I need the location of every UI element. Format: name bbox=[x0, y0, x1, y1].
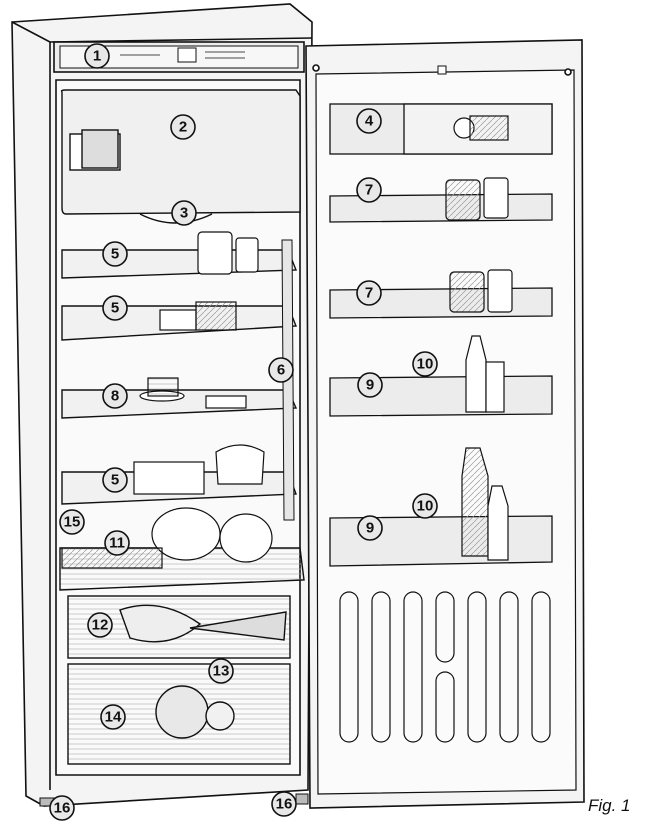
callout-10-top: 10 bbox=[412, 351, 438, 377]
svg-text:7: 7 bbox=[365, 285, 373, 302]
callout-5-bottom: 5 bbox=[102, 467, 128, 493]
callout-2: 2 bbox=[170, 114, 196, 140]
callout-5-middle: 5 bbox=[102, 295, 128, 321]
svg-text:6: 6 bbox=[277, 362, 285, 379]
svg-text:5: 5 bbox=[111, 246, 119, 263]
callout-3: 3 bbox=[171, 200, 197, 226]
svg-text:10: 10 bbox=[417, 356, 434, 373]
svg-text:1: 1 bbox=[93, 48, 101, 65]
callout-10-bottom: 10 bbox=[412, 493, 438, 519]
svg-text:2: 2 bbox=[179, 119, 187, 136]
callout-5-top: 5 bbox=[102, 241, 128, 267]
svg-text:8: 8 bbox=[111, 388, 119, 405]
svg-text:11: 11 bbox=[109, 535, 125, 552]
svg-text:10: 10 bbox=[417, 498, 434, 515]
svg-text:14: 14 bbox=[105, 709, 122, 726]
svg-text:5: 5 bbox=[111, 300, 119, 317]
svg-text:3: 3 bbox=[180, 205, 188, 222]
freezer-compartment bbox=[60, 89, 301, 224]
svg-text:9: 9 bbox=[366, 377, 374, 394]
door-items bbox=[445, 115, 513, 561]
svg-text:16: 16 bbox=[54, 800, 71, 817]
svg-text:16: 16 bbox=[276, 796, 293, 813]
svg-text:7: 7 bbox=[365, 182, 373, 199]
callout-15: 15 bbox=[59, 509, 85, 535]
svg-text:15: 15 bbox=[64, 514, 81, 531]
callout-8: 8 bbox=[102, 383, 128, 409]
callout-6: 6 bbox=[268, 357, 294, 383]
callout-13: 13 bbox=[208, 658, 234, 684]
svg-text:9: 9 bbox=[366, 520, 374, 537]
svg-text:5: 5 bbox=[111, 472, 119, 489]
callout-11: 11 bbox=[104, 530, 130, 556]
callout-4: 4 bbox=[356, 108, 382, 134]
svg-text:12: 12 bbox=[92, 617, 109, 634]
callout-7-bottom: 7 bbox=[356, 280, 382, 306]
callout-9-bottom: 9 bbox=[357, 515, 383, 541]
callout-1: 1 bbox=[84, 43, 110, 69]
callout-9-top: 9 bbox=[357, 372, 383, 398]
callout-16-right: 16 bbox=[271, 791, 297, 817]
callout-7-top: 7 bbox=[356, 177, 382, 203]
door-vent-slots bbox=[339, 591, 551, 743]
shelf-items bbox=[61, 231, 273, 569]
callout-16-left: 16 bbox=[49, 795, 75, 821]
svg-text:13: 13 bbox=[213, 663, 230, 680]
door bbox=[305, 39, 585, 809]
figure-caption: Fig. 1 bbox=[588, 796, 631, 815]
svg-text:4: 4 bbox=[365, 113, 374, 130]
callout-12: 12 bbox=[87, 612, 113, 638]
callout-14: 14 bbox=[100, 704, 126, 730]
